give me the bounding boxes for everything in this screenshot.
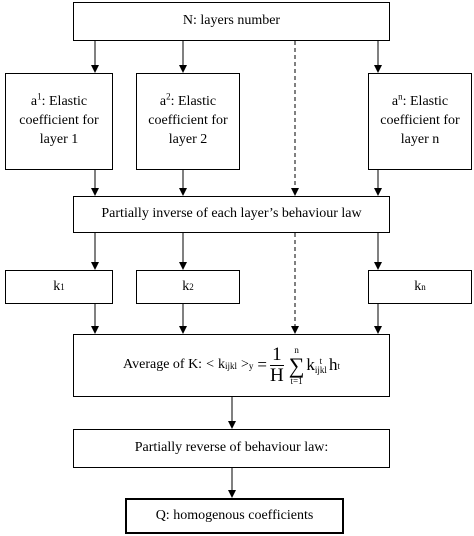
layers-number-box: N: layers number	[73, 2, 390, 41]
summation: n ∑ t=1	[288, 344, 305, 386]
elastic-coefficient-layer-1-box: a1: Elastic coefficient for layer 1	[5, 73, 113, 170]
term-k-superscript: t	[319, 355, 323, 366]
partially-inverse-box: Partially inverse of each layer’s behavi…	[73, 196, 390, 233]
elastic-1-label: : Elastic	[41, 94, 88, 110]
elastic-1-line2: coefficient for	[19, 113, 99, 129]
fraction-denominator: H	[270, 365, 284, 386]
homogenous-coefficients-box: Q: homogenous coefficients	[125, 498, 344, 534]
elastic-1-superscript: 1	[37, 91, 42, 102]
summation-upper: n	[294, 344, 299, 355]
average-close-bracket: >	[241, 357, 249, 373]
elastic-coefficient-layer-n-box: an: Elastic coefficient for layer n	[368, 73, 472, 170]
elastic-n-line3: layer n	[400, 131, 440, 147]
average-k: k	[217, 357, 225, 373]
elastic-2-superscript: 2	[166, 91, 171, 102]
elastic-2-line2: coefficient for	[148, 113, 228, 129]
term-k: k	[306, 355, 315, 375]
elastic-coefficient-layer-2-box: a2: Elastic coefficient for layer 2	[136, 73, 240, 170]
partially-reverse-text: Partially reverse of behaviour law:	[134, 440, 329, 456]
average-label: Average of K:	[123, 357, 203, 373]
term-h: h	[328, 355, 338, 375]
term-k-subscript: ijkl	[314, 364, 327, 375]
elastic-2-symbol: a	[159, 94, 167, 110]
partially-reverse-box: Partially reverse of behaviour law:	[73, 429, 390, 468]
summation-lower: t=1	[290, 375, 303, 386]
elastic-n-label: : Elastic	[402, 94, 449, 110]
layers-number-text: N: layers number	[182, 13, 281, 29]
k1-symbol: k	[53, 278, 61, 294]
elastic-2-line3: layer 2	[168, 131, 208, 147]
elastic-n-line2: coefficient for	[380, 113, 460, 129]
fraction-numerator: 1	[270, 344, 284, 366]
fraction: 1 H	[270, 345, 284, 386]
k2-symbol: k	[182, 278, 190, 294]
elastic-1-line3: layer 1	[39, 131, 79, 147]
homogenous-coefficients-text: Q: homogenous coefficients	[155, 507, 314, 523]
average-equals: =	[257, 355, 267, 375]
partially-inverse-text: Partially inverse of each layer’s behavi…	[101, 206, 362, 222]
elastic-2-label: : Elastic	[170, 94, 217, 110]
kn-symbol: k	[414, 278, 422, 294]
summation-sigma: ∑	[288, 352, 305, 378]
elastic-n-superscript: n	[398, 91, 403, 102]
elastic-1-symbol: a	[30, 94, 38, 110]
elastic-n-symbol: a	[391, 94, 399, 110]
average-open-bracket: <	[206, 357, 214, 373]
